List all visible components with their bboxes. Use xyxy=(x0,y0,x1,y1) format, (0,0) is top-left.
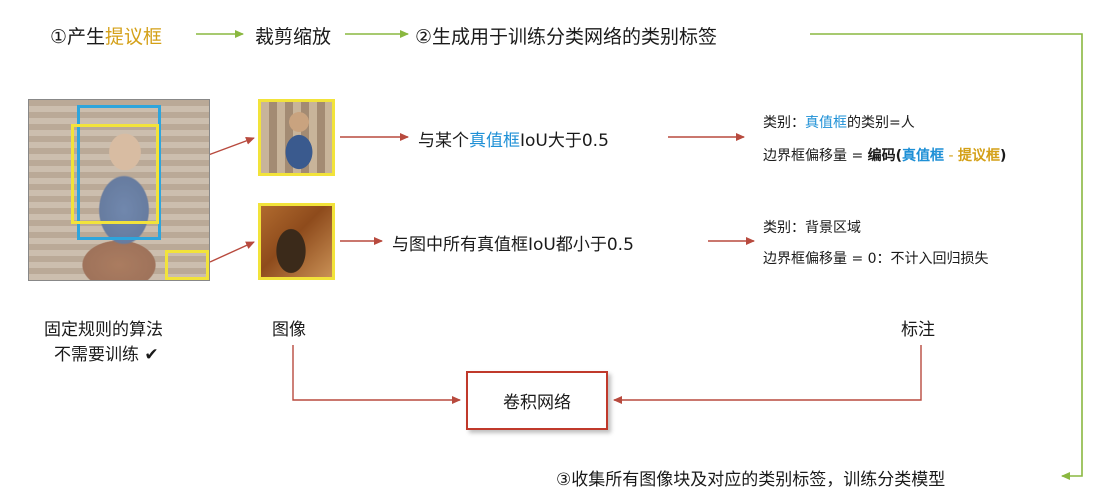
step1-title: ①产生提议框 xyxy=(50,22,162,49)
proposal-box-small xyxy=(165,250,209,280)
crop-positive-image xyxy=(258,99,335,176)
source-photo xyxy=(28,99,210,281)
encode-close: ) xyxy=(1000,148,1007,164)
step2-title: ②生成用于训练分类网络的类别标签 xyxy=(415,26,718,48)
crop-resize-label: 裁剪缩放 xyxy=(255,26,332,48)
positive-condition: 与某个真值框IoU大于0.5 xyxy=(418,126,609,151)
background-class-line: 类别：背景区域 xyxy=(763,220,861,236)
positive-condition-gt: 真值框 xyxy=(469,131,520,151)
positive-condition-suffix: IoU大于0.5 xyxy=(520,131,609,151)
positive-offset-line: 边界框偏移量 = 编码(真值框 - 提议框) xyxy=(763,145,1006,165)
encode-gt: 真值框 xyxy=(902,148,945,164)
encode-proposal: 提议框 xyxy=(958,148,1000,164)
background-offset-line: 边界框偏移量 = 0：不计入回归损失 xyxy=(763,251,989,267)
no-training-text: 不需要训练 xyxy=(54,345,139,365)
positive-class-gt: 真值框 xyxy=(805,115,847,131)
cnn-box: 卷积网络 xyxy=(466,371,608,430)
step3-title: ③收集所有图像块及对应的类别标签，训练分类模型 xyxy=(556,470,946,490)
ground-truth-box xyxy=(77,105,161,240)
check-icon: ✔ xyxy=(144,345,159,365)
step1-prefix: ①产生 xyxy=(50,26,106,48)
crop-background-image xyxy=(258,203,335,280)
positive-class-suffix: 的类别=人 xyxy=(847,115,915,131)
arrow-label-to-cnn xyxy=(613,345,922,404)
encode-function: 编码( xyxy=(867,148,903,164)
arrow-image-to-cnn xyxy=(292,345,461,404)
proposal-box-large xyxy=(71,124,159,224)
positive-class-prefix: 类别： xyxy=(763,115,805,131)
image-label: 图像 xyxy=(272,320,306,340)
positive-class-line: 类别：真值框的类别=人 xyxy=(763,112,915,132)
fixed-rule-label: 固定规则的算法 xyxy=(44,320,163,340)
positive-offset-prefix: 边界框偏移量 = xyxy=(763,148,868,164)
arrow-photo-to-crop2 xyxy=(209,241,255,263)
positive-condition-prefix: 与某个 xyxy=(418,131,469,151)
encode-minus: - xyxy=(944,148,958,164)
no-training-label: 不需要训练 ✔ xyxy=(54,340,159,365)
annotation-label: 标注 xyxy=(901,320,935,340)
step1-proposal-highlight: 提议框 xyxy=(105,26,163,48)
arrow-step2-to-step3 xyxy=(810,33,1083,480)
background-condition: 与图中所有真值框IoU都小于0.5 xyxy=(392,235,634,255)
